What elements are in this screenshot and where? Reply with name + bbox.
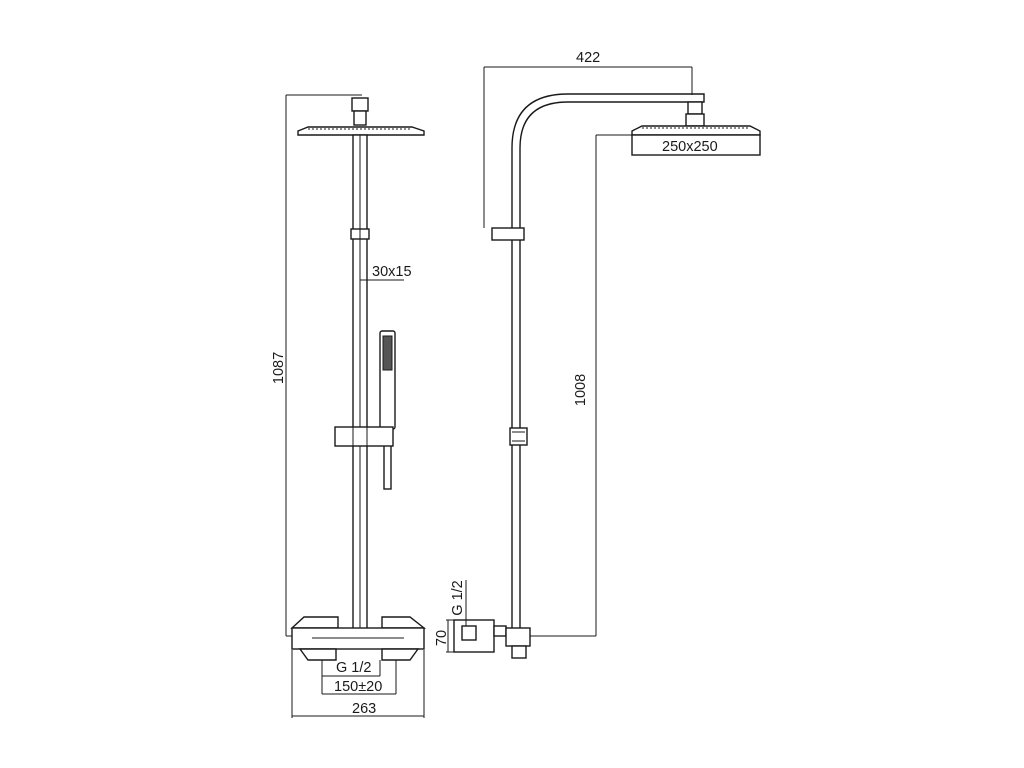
dimension-mixer-width: 263	[291, 650, 425, 718]
inlet-thread-front-label: G 1/2	[336, 660, 371, 676]
inlet-thread-side-label: G 1/2	[450, 580, 466, 615]
mixer-width-label: 263	[352, 701, 376, 717]
riser-collar-side	[491, 227, 528, 446]
dimension-arm-length: 422	[483, 50, 693, 228]
riser-section-label: 30x15	[372, 264, 412, 280]
overall-height-label: 1087	[271, 352, 287, 384]
head-size-label: 250x250	[662, 139, 718, 155]
arm-length-label: 422	[576, 50, 600, 66]
inlet-spacing-label: 150±20	[334, 679, 382, 695]
dimension-inlet-spacing: G 1/2 150±20	[321, 660, 397, 695]
shower-head-side: 250x250	[631, 125, 761, 156]
shower-arm-side	[511, 93, 705, 628]
thermostatic-mixer-front	[290, 616, 427, 661]
inlet-offset-label: 70	[434, 630, 450, 646]
shower-head-front	[297, 97, 425, 136]
wall-connector-side: G 1/2 70	[434, 580, 531, 659]
dimension-riser-section: 30x15	[360, 264, 412, 281]
slider-bracket-front	[334, 426, 394, 447]
dimension-overall-height: 1087	[271, 94, 362, 637]
dimension-riser-height: 1008	[530, 134, 632, 637]
hand-shower-front	[379, 330, 396, 490]
riser-height-label: 1008	[573, 374, 589, 406]
side-view: 422 250x250 1008	[434, 50, 761, 659]
riser-pipe-front	[350, 134, 370, 634]
front-view: 1087 30x15	[271, 94, 427, 718]
